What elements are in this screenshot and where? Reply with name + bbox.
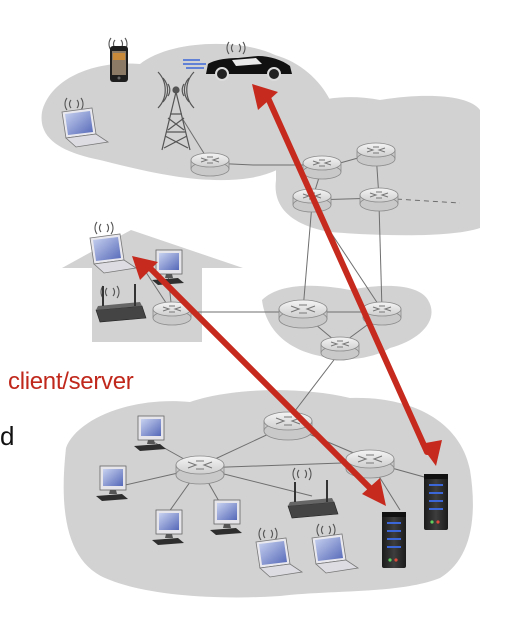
desktop-icon <box>151 509 185 546</box>
router-icon <box>356 142 396 167</box>
desktop-icon <box>151 249 185 286</box>
router-icon <box>302 155 342 180</box>
client-server-arrows <box>132 84 442 506</box>
client-server-label: client/server <box>8 368 134 395</box>
server-icon <box>424 474 448 530</box>
server-icon <box>382 512 406 568</box>
smartphone-icon <box>108 37 128 82</box>
cut-off-text: d <box>0 421 15 451</box>
router-icon <box>359 187 399 212</box>
desktop-icon <box>209 499 243 536</box>
home-network <box>62 230 243 342</box>
desktop-icon <box>95 465 129 502</box>
router-icon <box>175 455 225 485</box>
router-icon <box>278 299 328 329</box>
router-icon <box>320 336 360 361</box>
cell-tower-icon <box>157 71 195 151</box>
institutional-network-cloud <box>63 390 473 598</box>
router-icon <box>190 152 230 177</box>
desktop-icon <box>133 415 167 452</box>
car-icon <box>183 41 292 81</box>
